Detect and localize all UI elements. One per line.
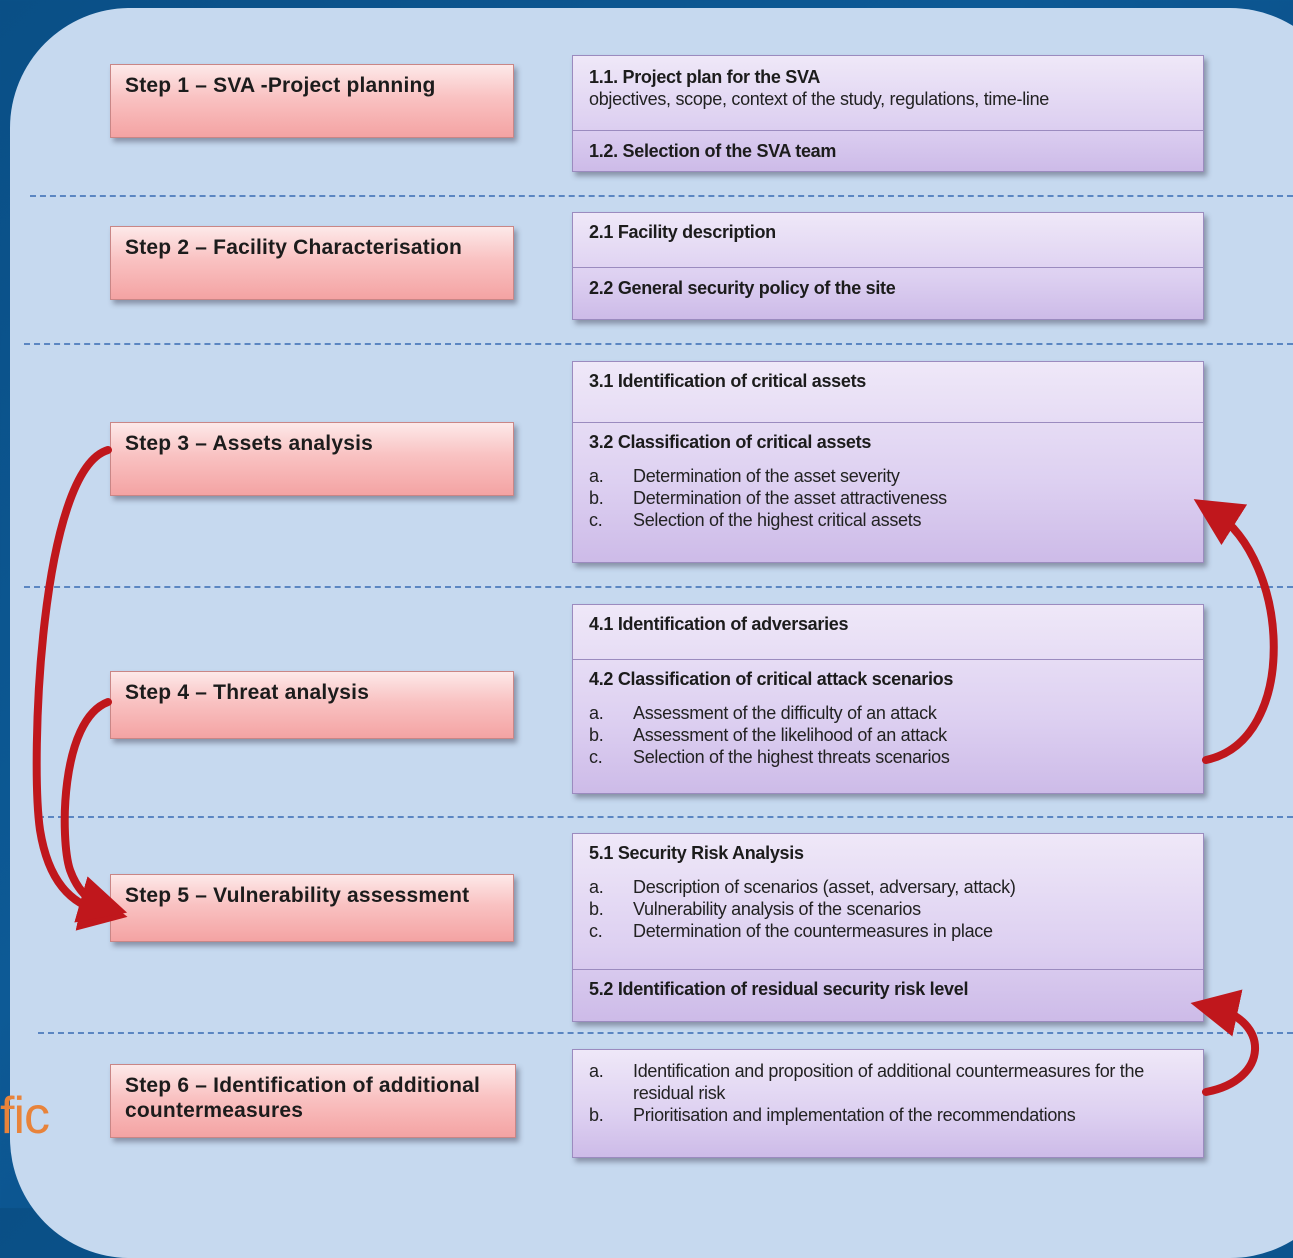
substep-5-2: 5.2 Identification of residual security … (573, 969, 1203, 1023)
list-item: a.Determination of the asset severity (589, 466, 900, 486)
list-item: b.Vulnerability analysis of the scenario… (589, 899, 921, 919)
substep-title: 2.1 Facility description (589, 222, 776, 242)
substep-list: a.Description of scenarios (asset, adver… (589, 876, 1187, 942)
substep-1-2: 1.2. Selection of the SVA team (573, 130, 1203, 173)
step-3-box: Step 3 – Assets analysis (110, 422, 514, 496)
list-item: a.Description of scenarios (asset, adver… (589, 877, 1016, 897)
arrow-box4-to-box3 (1193, 499, 1278, 764)
substep-title: 5.2 Identification of residual security … (589, 979, 969, 999)
substep-2-1: 2.1 Facility description (573, 213, 1203, 267)
separator-line (24, 343, 1293, 345)
arrow-box6-to-box5 (1190, 989, 1259, 1096)
list-item: c.Selection of the highest threats scena… (589, 747, 950, 767)
step-1-label: Step 1 – SVA -Project planning (125, 74, 436, 97)
step-3-label: Step 3 – Assets analysis (125, 432, 373, 455)
list-item: b.Prioritisation and implementation of t… (589, 1105, 1076, 1125)
substep-box-4: 4.1 Identification of adversaries 4.2 Cl… (572, 604, 1204, 794)
substep-5-1: 5.1 Security Risk Analysis a.Description… (573, 834, 1203, 969)
step-6-label: Step 6 – Identification of additional co… (125, 1074, 481, 1122)
separator-line (30, 195, 1293, 197)
substep-box-1: 1.1. Project plan for the SVA objectives… (572, 55, 1204, 172)
step-5-label: Step 5 – Vulnerability assessment (125, 884, 470, 907)
substep-box-3: 3.1 Identification of critical assets 3.… (572, 361, 1204, 563)
substep-box-2: 2.1 Facility description 2.2 General sec… (572, 212, 1204, 320)
feedback-arrows (32, 446, 1278, 1096)
substep-4-1: 4.1 Identification of adversaries (573, 605, 1203, 659)
step-5-box: Step 5 – Vulnerability assessment (110, 874, 514, 942)
separator-line (24, 586, 1293, 588)
list-item: a.Identification and proposition of addi… (589, 1061, 1144, 1103)
substep-title: 4.2 Classification of critical attack sc… (589, 669, 954, 689)
list-item: a.Assessment of the difficulty of an att… (589, 703, 937, 723)
logo-fragment: fic (0, 1087, 50, 1145)
substep-title: 2.2 General security policy of the site (589, 278, 896, 298)
separator-line (38, 816, 1293, 818)
substep-4-2: 4.2 Classification of critical attack sc… (573, 659, 1203, 795)
substep-6: a.Identification and proposition of addi… (573, 1050, 1203, 1159)
substep-title: 3.2 Classification of critical assets (589, 432, 872, 452)
substep-box-6: a.Identification and proposition of addi… (572, 1049, 1204, 1158)
substep-description: objectives, scope, context of the study,… (589, 89, 1050, 109)
step-2-box: Step 2 – Facility Characterisation (110, 226, 514, 300)
arrow-step3-to-step5 (32, 446, 128, 931)
list-item: b.Assessment of the likelihood of an att… (589, 725, 947, 745)
list-item: c.Selection of the highest critical asse… (589, 510, 922, 530)
substep-3-1: 3.1 Identification of critical assets (573, 362, 1203, 422)
separator-line (38, 1032, 1293, 1034)
step-6-box: Step 6 – Identification of additional co… (110, 1064, 516, 1138)
substep-title: 4.1 Identification of adversaries (589, 614, 849, 634)
step-4-box: Step 4 – Threat analysis (110, 671, 514, 739)
substep-list: a.Assessment of the difficulty of an att… (589, 702, 1187, 768)
substep-title: 1.1. Project plan for the SVA (589, 67, 821, 87)
list-item: b.Determination of the asset attractiven… (589, 488, 947, 508)
substep-2-2: 2.2 General security policy of the site (573, 267, 1203, 321)
substep-title: 3.1 Identification of critical assets (589, 371, 866, 391)
step-1-box: Step 1 – SVA -Project planning (110, 64, 514, 138)
step-4-label: Step 4 – Threat analysis (125, 681, 370, 704)
list-item: c.Determination of the countermeasures i… (589, 921, 993, 941)
substep-list: a.Determination of the asset severity b.… (589, 465, 1187, 531)
step-2-label: Step 2 – Facility Characterisation (125, 236, 463, 259)
substep-box-5: 5.1 Security Risk Analysis a.Description… (572, 833, 1204, 1022)
substep-1-1: 1.1. Project plan for the SVA objectives… (573, 56, 1203, 130)
substep-3-2: 3.2 Classification of critical assets a.… (573, 422, 1203, 564)
substep-title: 1.2. Selection of the SVA team (589, 141, 837, 161)
arrow-step4-to-step5 (60, 698, 128, 923)
substep-title: 5.1 Security Risk Analysis (589, 843, 804, 863)
